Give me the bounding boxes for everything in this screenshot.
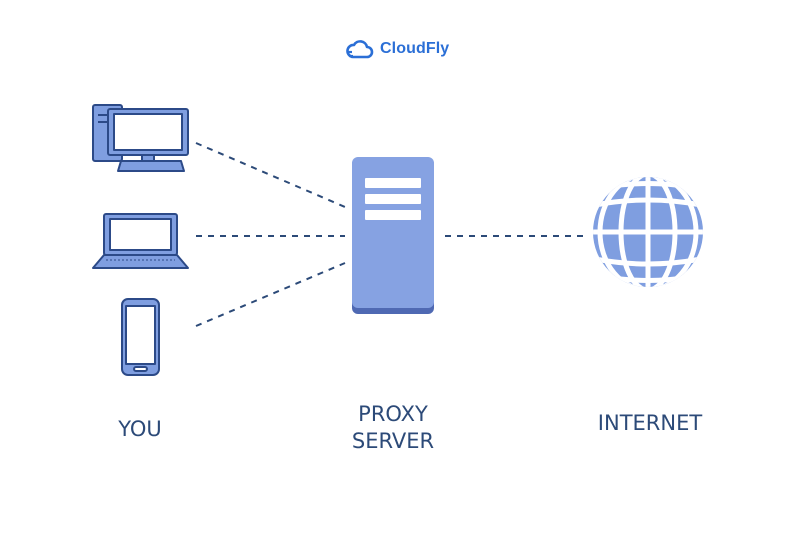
cloud-icon [346,40,374,59]
smartphone-icon [121,298,160,376]
desktop-computer-icon [92,104,189,172]
laptop-screen [109,218,172,251]
server-slot [365,178,421,188]
phone-home-button [133,366,148,372]
label-proxy-line1: PROXY [358,402,428,426]
brand-logo: CloudFly [346,36,449,62]
label-internet: INTERNET [597,411,703,435]
connectors [195,142,588,327]
connector-desktop-to-proxy [195,142,346,208]
label-proxy-server: PROXY SERVER [318,401,468,455]
desktop-keyboard [117,160,185,172]
globe-icon [593,177,703,287]
connector-phone-to-proxy [195,262,346,327]
brand-name: CloudFly [380,40,450,57]
label-proxy-line2: SERVER [351,429,435,453]
desktop-screen [113,113,183,151]
label-you: YOU [118,417,162,441]
server-slot [365,194,421,204]
phone-screen [125,305,156,365]
laptop-icon [92,213,189,269]
globe-parallel [594,197,702,208]
server-slot [365,210,421,220]
server-icon [352,157,434,314]
laptop-base [92,254,189,269]
globe-parallel [594,256,702,267]
